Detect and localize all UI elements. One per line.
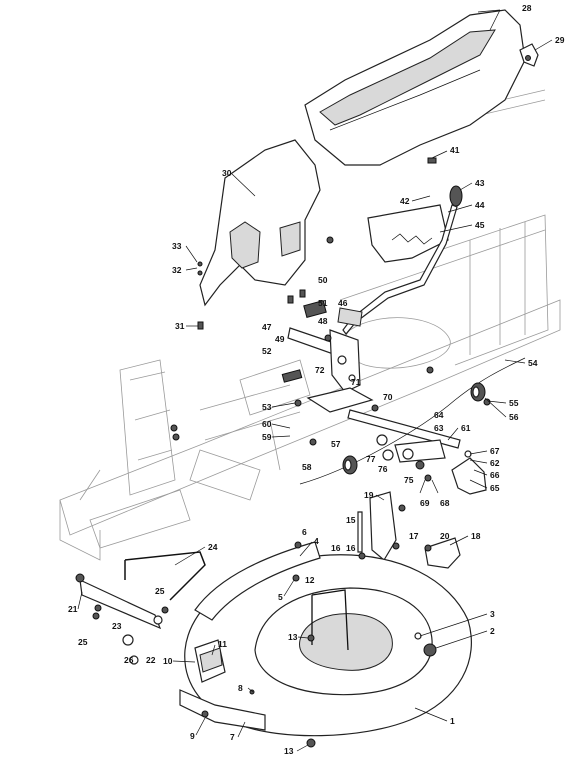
callout-24: 24 [208, 542, 218, 552]
callout-42: 42 [400, 196, 410, 206]
callout-47: 47 [262, 322, 272, 332]
callout-45: 45 [475, 220, 485, 230]
callout-26: 26 [124, 655, 134, 665]
callout-labels: 1 2 3 4 5 6 7 8 9 10 11 12 13 13 15 16 1… [68, 3, 565, 756]
leader-lines [77, 9, 553, 752]
flap-part-4 [194, 541, 321, 621]
callout-12: 12 [305, 575, 315, 585]
callout-32: 32 [172, 265, 182, 275]
callout-64: 64 [434, 410, 444, 420]
callout-4: 4 [314, 536, 319, 546]
callout-49: 49 [275, 334, 285, 344]
callout-41: 41 [450, 145, 460, 155]
link-part-23 [75, 573, 163, 665]
callout-65: 65 [490, 483, 500, 493]
callout-15: 15 [346, 515, 356, 525]
callout-16: 16 [331, 543, 341, 553]
callout-8: 8 [238, 683, 243, 693]
callout-18: 18 [471, 531, 481, 541]
callout-77: 77 [366, 454, 376, 464]
callout-63: 63 [434, 423, 444, 433]
callout-70: 70 [383, 392, 393, 402]
callout-23: 23 [112, 621, 122, 631]
callout-71: 71 [351, 377, 361, 387]
callout-20: 20 [440, 531, 450, 541]
callout-13: 13 [288, 632, 298, 642]
callout-17: 17 [409, 531, 419, 541]
callout-2: 2 [490, 626, 495, 636]
callout-1: 1 [450, 716, 455, 726]
callout-55: 55 [509, 398, 519, 408]
callout-68: 68 [440, 498, 450, 508]
callout-69: 69 [420, 498, 430, 508]
rod-assembly-70 [306, 387, 461, 463]
callout-43: 43 [475, 178, 485, 188]
callout-51: 51 [318, 298, 328, 308]
callout-29: 29 [555, 35, 565, 45]
callout-28: 28 [522, 3, 532, 13]
callout-7: 7 [230, 732, 235, 742]
cowl-part-28 [304, 9, 526, 166]
callout-61: 61 [461, 423, 471, 433]
shroud-part-30 [199, 139, 334, 307]
callout-60: 60 [262, 419, 272, 429]
callout-50: 50 [318, 275, 328, 285]
callout-30: 30 [222, 168, 232, 178]
callout-75: 75 [404, 475, 414, 485]
rod-part-24 [124, 551, 206, 601]
callout-76: 76 [378, 464, 388, 474]
callout-62: 62 [490, 458, 500, 468]
callout-16b: 16 [346, 543, 356, 553]
callout-56: 56 [509, 412, 519, 422]
callout-48: 48 [318, 316, 328, 326]
deck-part-1 [179, 554, 472, 737]
roller-part-58 [342, 455, 358, 475]
callout-72: 72 [315, 365, 325, 375]
plate-part-45 [367, 204, 449, 263]
callout-25: 25 [155, 586, 165, 596]
fasteners [92, 157, 491, 748]
callout-10: 10 [163, 656, 173, 666]
callout-67: 67 [490, 446, 500, 456]
callout-31: 31 [175, 321, 185, 331]
roller-part-56 [470, 382, 486, 402]
callout-59: 59 [262, 432, 272, 442]
callout-44: 44 [475, 200, 485, 210]
callout-21: 21 [68, 604, 78, 614]
callout-11: 11 [218, 639, 227, 649]
bracket-part-65 [451, 450, 487, 495]
callout-13b: 13 [284, 746, 294, 756]
callout-9: 9 [190, 731, 195, 741]
callout-46: 46 [338, 298, 348, 308]
callout-54: 54 [528, 358, 538, 368]
bracket-assembly-47 [287, 327, 361, 393]
callout-33: 33 [172, 241, 182, 251]
clip-part-29 [519, 43, 539, 67]
lever-part-46 [337, 185, 463, 335]
callout-25b: 25 [78, 637, 88, 647]
bracket-part-18 [424, 537, 461, 569]
bracket-part-11 [194, 639, 226, 683]
callout-66: 66 [490, 470, 500, 480]
callout-19: 19 [364, 490, 374, 500]
callout-52: 52 [262, 346, 272, 356]
callout-57: 57 [331, 439, 341, 449]
callout-22: 22 [146, 655, 156, 665]
cable-part-54 [299, 357, 526, 485]
callout-53: 53 [262, 402, 272, 412]
callout-5: 5 [278, 592, 283, 602]
callout-58: 58 [302, 462, 312, 472]
bolt-part-15 [357, 511, 363, 553]
bracket-part-19 [369, 491, 397, 561]
callout-6: 6 [302, 527, 307, 537]
callout-3: 3 [490, 609, 495, 619]
